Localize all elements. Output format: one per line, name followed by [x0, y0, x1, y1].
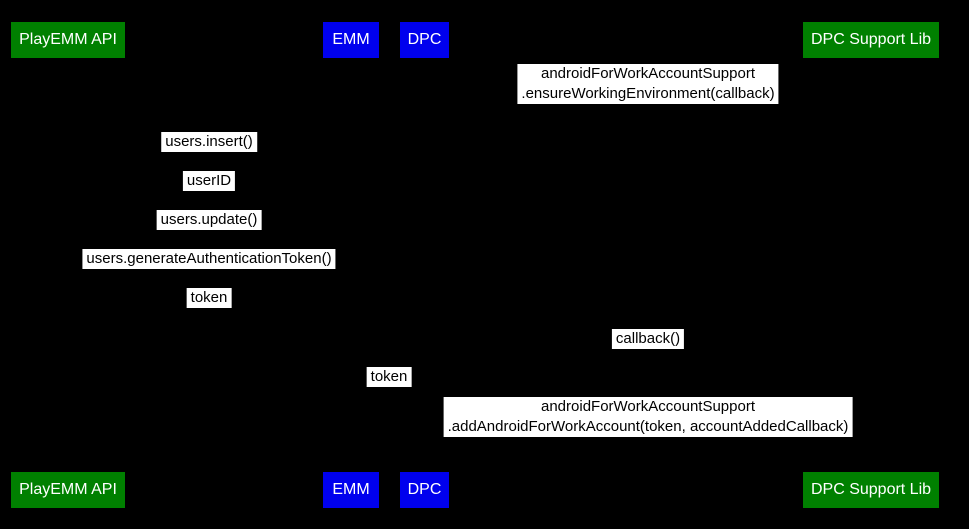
message-line: androidForWorkAccountSupport — [541, 398, 755, 415]
message-line: token — [190, 289, 228, 306]
actor-box-playemm-api-top: PlayEMM API — [11, 22, 125, 58]
actor-box-dpc-support-lib-bottom: DPC Support Lib — [803, 472, 939, 508]
actor-box-emm-top: EMM — [323, 22, 379, 58]
message-line: users.insert() — [165, 133, 253, 150]
actor-label: DPC — [407, 481, 442, 498]
message-label-token-to-dpc: token — [366, 367, 412, 387]
message-label-ensure-working-environment: androidForWorkAccountSupport .ensureWorki… — [517, 64, 779, 104]
message-line: .addAndroidForWorkAccount(token, account… — [447, 418, 849, 435]
message-label-user-id: userID — [182, 171, 236, 191]
actor-label: EMM — [332, 31, 370, 48]
message-label-token-to-emm: token — [186, 288, 232, 308]
actor-box-playemm-api-bottom: PlayEMM API — [11, 472, 125, 508]
message-line: callback() — [615, 330, 681, 347]
message-label-add-android-for-work-account: androidForWorkAccountSupport .addAndroidF… — [443, 397, 853, 437]
actor-label: DPC — [407, 31, 442, 48]
message-label-users-update: users.update() — [156, 210, 262, 230]
message-line: userID — [186, 172, 232, 189]
message-line: .ensureWorkingEnvironment(callback) — [521, 85, 775, 102]
message-label-callback: callback() — [611, 329, 685, 349]
message-label-users-insert: users.insert() — [161, 132, 257, 152]
message-line: token — [370, 368, 408, 385]
actor-box-dpc-support-lib-top: DPC Support Lib — [803, 22, 939, 58]
actor-label: EMM — [332, 481, 370, 498]
actor-label: PlayEMM API — [19, 31, 117, 48]
actor-box-emm-bottom: EMM — [323, 472, 379, 508]
message-label-users-generate-auth-token: users.generateAuthenticationToken() — [82, 249, 336, 269]
message-line: users.generateAuthenticationToken() — [86, 250, 332, 267]
actor-box-dpc-top: DPC — [400, 22, 449, 58]
actor-label: DPC Support Lib — [810, 31, 932, 48]
actor-label: PlayEMM API — [19, 481, 117, 498]
message-line: users.update() — [160, 211, 258, 228]
message-line: androidForWorkAccountSupport — [540, 65, 755, 82]
actor-box-dpc-bottom: DPC — [400, 472, 449, 508]
actor-label: DPC Support Lib — [810, 481, 932, 498]
